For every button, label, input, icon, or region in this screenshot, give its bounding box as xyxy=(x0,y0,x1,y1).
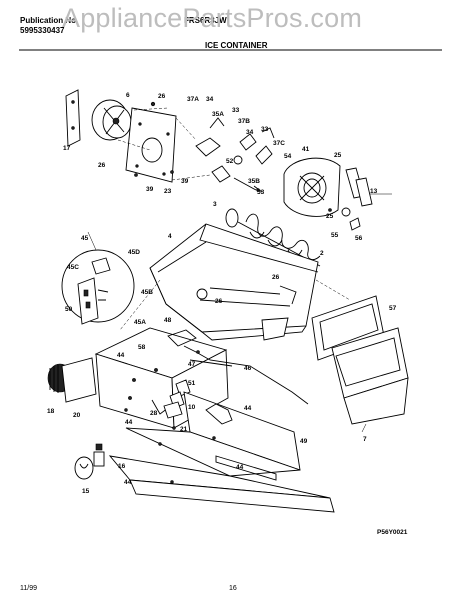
callout: 33 xyxy=(261,126,269,133)
callout: 37A xyxy=(187,96,199,103)
callout: 25 xyxy=(334,152,342,159)
callout: 26 xyxy=(272,274,280,281)
dispenser-wiring-46-47 xyxy=(167,329,309,405)
callout: 44 xyxy=(117,352,125,359)
callout: 4 xyxy=(168,233,172,240)
callout: 54 xyxy=(284,153,292,160)
solenoid-51 xyxy=(151,379,191,419)
callout: 26 xyxy=(98,162,106,169)
watermark: AppliancePartsPros.com xyxy=(62,3,363,33)
ice-chute-door-57 xyxy=(311,295,409,433)
callout: 33 xyxy=(232,107,240,114)
callout: 51 xyxy=(188,380,196,387)
callout: 7 xyxy=(363,436,367,443)
callout: 44 xyxy=(125,419,133,426)
callout: 26 xyxy=(215,298,223,305)
motor-mount-plate-23 xyxy=(125,107,177,183)
callout: 39 xyxy=(181,178,189,185)
section-title: ICE CONTAINER xyxy=(205,41,268,50)
callout: 52 xyxy=(226,158,234,165)
callout: 48 xyxy=(164,317,172,324)
callout: 17 xyxy=(63,145,71,152)
callout: 45 xyxy=(81,235,89,242)
callout: 45A xyxy=(134,319,146,326)
callout: 44 xyxy=(244,405,252,412)
fascia-plate-49 xyxy=(108,391,335,513)
ice-dispenser-housing xyxy=(94,327,229,429)
callout: 3 xyxy=(213,201,217,208)
callout: 56 xyxy=(355,235,363,242)
callout: 50 xyxy=(65,306,73,313)
callout: 55 xyxy=(331,232,339,239)
model-number: FRS6R3JW xyxy=(184,16,227,25)
callout: 41 xyxy=(302,146,310,153)
callout: 53 xyxy=(257,189,265,196)
callout: 2 xyxy=(320,250,324,257)
mounting-bracket-17 xyxy=(65,89,81,147)
callout: 23 xyxy=(164,188,172,195)
auger-spring-13 xyxy=(345,167,392,207)
callout: 34 xyxy=(246,129,254,136)
auger-motor-18 xyxy=(47,357,97,403)
callout: 10 xyxy=(188,404,196,411)
callout: 45B xyxy=(141,289,153,296)
callout: 13 xyxy=(370,188,378,195)
figure-code: P56Y0021 xyxy=(377,529,408,536)
callout: 35B xyxy=(248,178,260,185)
ice-container-4 xyxy=(119,223,351,341)
callout: 45D xyxy=(128,249,140,256)
publication-label: Publication No. xyxy=(20,16,79,25)
callout: 37C xyxy=(273,140,285,147)
callout: 37B xyxy=(238,118,250,125)
callout: 6 xyxy=(126,92,130,99)
ice-control-assembly-45 xyxy=(61,231,135,325)
callout: 25 xyxy=(326,213,334,220)
callout: 35A xyxy=(212,111,224,118)
callout: 39 xyxy=(146,186,154,193)
auger-drive-cover-41 xyxy=(283,157,341,217)
linkage-assembly xyxy=(195,117,275,193)
callout: 44 xyxy=(124,479,132,486)
callout: 34 xyxy=(206,96,214,103)
callout: 46 xyxy=(244,365,252,372)
callout: 44 xyxy=(236,464,244,471)
callout: 45C xyxy=(67,264,79,271)
callout: 15 xyxy=(82,488,90,495)
page-number: 16 xyxy=(229,585,237,592)
publication-number: 5995330437 xyxy=(20,26,65,35)
callout: 49 xyxy=(300,438,308,445)
callout: 47 xyxy=(188,361,196,368)
auger-motor-6 xyxy=(91,99,132,141)
callout: 28 xyxy=(150,410,158,417)
callout: 58 xyxy=(138,344,146,351)
footer-date: 11/99 xyxy=(20,585,37,592)
callout: 26 xyxy=(158,93,166,100)
callout: 57 xyxy=(389,305,397,312)
callout: 21 xyxy=(180,426,188,433)
light-bulb-15 xyxy=(74,443,105,480)
callout: 20 xyxy=(73,412,81,419)
callout: 18 xyxy=(47,408,55,415)
callout: 16 xyxy=(118,463,126,470)
